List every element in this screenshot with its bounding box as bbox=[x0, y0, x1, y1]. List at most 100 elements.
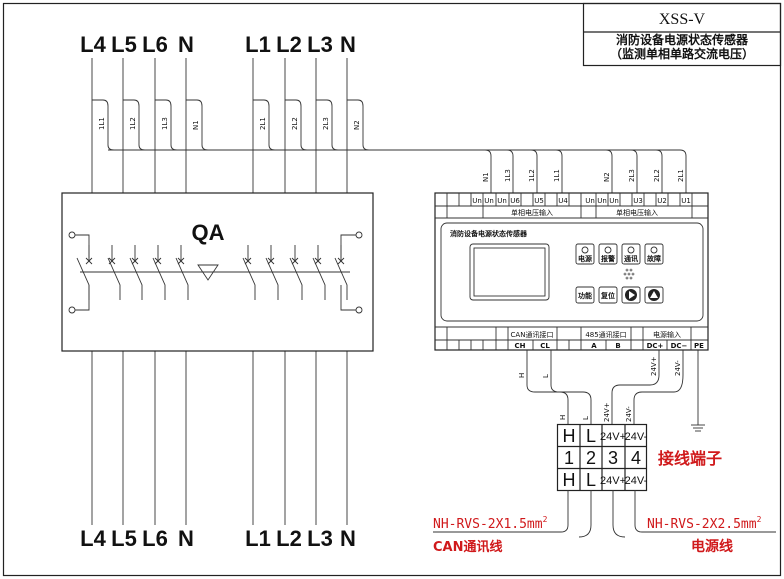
voltage-input-label: 单相电压输入 bbox=[616, 208, 658, 217]
signal-bus bbox=[92, 99, 687, 193]
buzzer-icon bbox=[623, 268, 635, 280]
terminal-cell: Un bbox=[585, 197, 595, 205]
up-arrow-icon bbox=[650, 291, 658, 298]
wire-tag: 1L3 bbox=[504, 169, 512, 182]
terminal-cell: 24V- bbox=[625, 475, 648, 487]
terminal-cell: 1 bbox=[564, 448, 574, 468]
terminal-label: L1 bbox=[245, 32, 271, 57]
terminal-label: L2 bbox=[276, 32, 302, 57]
terminal-label: L3 bbox=[307, 32, 333, 57]
power-cable-name: 电源线 bbox=[691, 538, 733, 555]
device-wires bbox=[526, 350, 705, 432]
wire-tags-left: 1L1 1L2 1L3 N1 2L1 2L2 2L3 N2 bbox=[98, 117, 361, 130]
up-arrow-button[interactable] bbox=[644, 286, 664, 304]
terminal-label: N bbox=[340, 526, 356, 551]
terminal-cell: U4 bbox=[558, 197, 568, 205]
terminal-dc-neg: DC− bbox=[671, 342, 688, 350]
power-input-label: 电源输入 bbox=[653, 330, 681, 339]
cable-labels: NH-RVS-2X1.5mm2 CAN通讯线 NH-RVS-2X2.5mm2 电… bbox=[433, 515, 762, 555]
terminal-cell: 2 bbox=[586, 448, 596, 468]
top-row-cells: Un Un Un U6 U5 U4 Un Un Un U3 U2 U1 bbox=[472, 197, 691, 205]
breaker-label: QA bbox=[192, 220, 225, 245]
indicator-comm: 通讯 bbox=[624, 254, 638, 263]
terminal-cell: Un bbox=[597, 197, 607, 205]
wire-tag: 1L1 bbox=[553, 169, 561, 182]
terminal-label: L4 bbox=[80, 32, 106, 57]
bottom-terminal-labels: L4 L5 L6 N L1 L2 L3 N bbox=[80, 526, 356, 551]
device-name: 消防设备电源状态传感器 bbox=[616, 32, 749, 47]
device-subtitle: （监测单相单路交流电压） bbox=[610, 46, 754, 61]
wire-tag: 2L1 bbox=[259, 117, 267, 130]
terminal-label: L5 bbox=[111, 526, 137, 551]
linkage-triangle-icon bbox=[197, 264, 219, 281]
terminal-cell: H bbox=[563, 470, 576, 490]
wire-label-l: L bbox=[582, 416, 590, 420]
wire-tag: N1 bbox=[482, 172, 490, 182]
terminal-cell: Un bbox=[609, 197, 619, 205]
terminal-cell: Un bbox=[484, 197, 494, 205]
terminal-cell: 3 bbox=[608, 448, 618, 468]
right-arrow-icon bbox=[629, 291, 635, 299]
panel-title: 消防设备电源状态传感器 bbox=[450, 229, 528, 238]
can-cable-name: CAN通讯线 bbox=[433, 539, 502, 555]
wire-tag: 1L1 bbox=[98, 117, 106, 130]
power-cable-spec: NH-RVS-2X2.5mm2 bbox=[647, 515, 762, 532]
terminal-label: N bbox=[178, 32, 194, 57]
terminal-label: L6 bbox=[142, 32, 168, 57]
terminal-block: H L 24V+ 24V- 1 2 3 4 H L 24V+ 24V- 接线端子 bbox=[556, 423, 722, 492]
indicators: 电源 报警 通讯 故障 bbox=[575, 243, 664, 265]
can-interface-label: CAN通讯接口 bbox=[511, 330, 554, 339]
terminal-label: N bbox=[178, 526, 194, 551]
function-button[interactable]: 功能 bbox=[575, 286, 595, 304]
terminal-cell: 24V+ bbox=[600, 475, 626, 487]
terminal-b: B bbox=[615, 342, 620, 350]
terminal-dc-pos: DC+ bbox=[647, 342, 664, 350]
top-terminal-labels: L4 L5 L6 N L1 L2 L3 N bbox=[80, 32, 356, 57]
svg-text:复位: 复位 bbox=[600, 291, 615, 300]
svg-text:功能: 功能 bbox=[578, 291, 592, 300]
terminal-label: L5 bbox=[111, 32, 137, 57]
wire-label-24v-neg: 24V- bbox=[625, 406, 633, 422]
terminal-block-label: 接线端子 bbox=[658, 449, 722, 468]
wire-tag: 2L2 bbox=[291, 117, 299, 130]
terminal-cell: U3 bbox=[633, 197, 643, 205]
wire-tag: 2L1 bbox=[677, 169, 685, 182]
rs485-interface-label: 485通讯接口 bbox=[585, 330, 626, 339]
reset-button[interactable]: 复位 bbox=[598, 286, 618, 304]
terminal-pe: PE bbox=[694, 342, 704, 350]
wire-label-24v-pos: 24V+ bbox=[650, 356, 658, 376]
indicator-fault: 故障 bbox=[647, 254, 661, 263]
terminal-cell: 24V+ bbox=[600, 431, 626, 443]
terminal-label: L4 bbox=[80, 526, 106, 551]
terminal-cl: CL bbox=[540, 342, 550, 350]
terminal-a: A bbox=[591, 342, 597, 350]
wire-labels: H L 24V+ 24V- H L 24V+ 24V- bbox=[518, 356, 682, 422]
title-block: XSS-V 消防设备电源状态传感器 （监测单相单路交流电压） bbox=[582, 2, 782, 67]
terminal-cell: L bbox=[586, 470, 596, 490]
wire-label-l: L bbox=[542, 374, 550, 378]
wire-tag: N2 bbox=[603, 172, 611, 182]
terminal-cell: L bbox=[586, 426, 596, 446]
terminal-cell: U2 bbox=[657, 197, 667, 205]
terminal-label: N bbox=[340, 32, 356, 57]
indicator-alarm: 报警 bbox=[601, 254, 615, 263]
switch-poles bbox=[76, 257, 348, 300]
terminal-cell: 4 bbox=[631, 448, 641, 468]
can-cable-spec: NH-RVS-2X1.5mm2 bbox=[433, 515, 548, 532]
wire-tags-device: N1 1L3 1L2 1L1 N2 2L3 2L2 2L1 bbox=[482, 169, 685, 182]
right-arrow-button[interactable] bbox=[621, 286, 641, 304]
pole-tops bbox=[85, 245, 345, 265]
sensor-device: Un Un Un U6 U5 U4 Un Un Un U3 U2 U1 单相电压… bbox=[434, 192, 709, 351]
wire-tag: 1L2 bbox=[528, 169, 536, 182]
terminal-cell: H bbox=[563, 426, 576, 446]
terminal-label: L2 bbox=[276, 526, 302, 551]
wire-label-h: H bbox=[559, 415, 567, 420]
terminal-label: L3 bbox=[307, 526, 333, 551]
phase-lines bbox=[91, 58, 348, 525]
wire-label-h: H bbox=[518, 373, 526, 378]
terminal-cell: 24V- bbox=[625, 431, 648, 443]
model-label: XSS-V bbox=[659, 11, 706, 28]
terminal-label: L6 bbox=[142, 526, 168, 551]
terminal-label: L1 bbox=[245, 526, 271, 551]
